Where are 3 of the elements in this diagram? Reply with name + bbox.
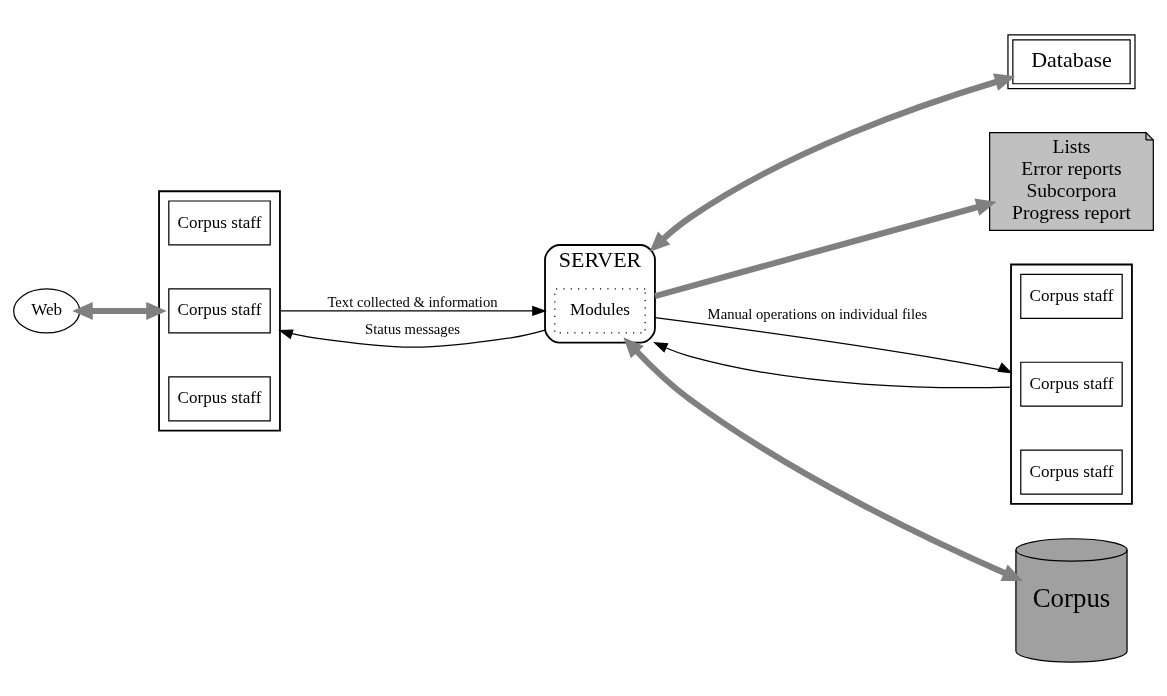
edge-label: Text collected & information: [327, 293, 498, 310]
edge-label: Status messages: [365, 320, 460, 337]
edge-label: Manual operations on individual files: [707, 305, 928, 322]
